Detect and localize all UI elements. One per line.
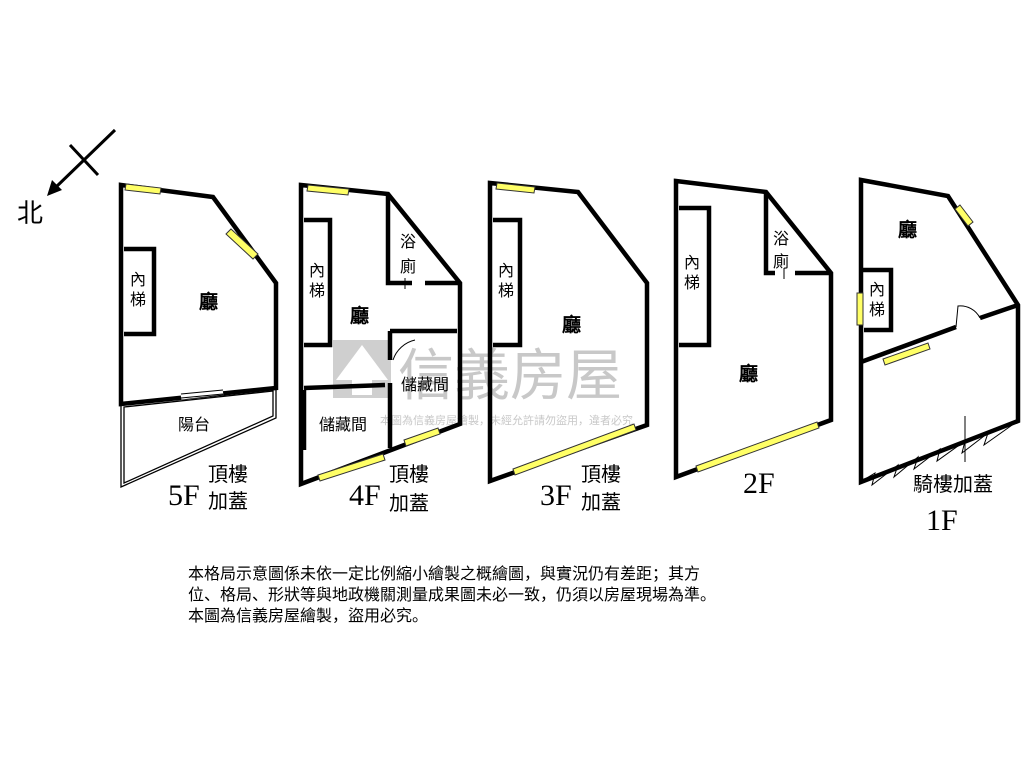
room-label-bath: 浴 — [773, 229, 789, 248]
room-label-toilet: 廁 — [400, 257, 416, 276]
floor-plan-2f: 內 梯 廳 浴 廁 — [673, 178, 834, 481]
floor-note-1f: 騎樓加蓋 — [913, 472, 993, 496]
floor-label-5f: 5F — [168, 479, 200, 512]
watermark-brand: 信義房屋 — [398, 344, 622, 409]
room-label-hall: 廳 — [562, 313, 581, 336]
floor-plan-3f: 內 梯 廳 — [487, 180, 650, 485]
floor-label-1f: 1F — [926, 504, 958, 537]
room-label-bath: 浴 — [400, 232, 416, 251]
floor-plan-4f: 內 梯 廳 浴 廁 儲藏間 儲藏間 — [298, 182, 463, 488]
watermark: 信義房屋 本圖為信義房屋繪製，未經允許請勿盜用，違者必究 — [333, 340, 633, 427]
room-label-stair: 內 梯 — [869, 280, 890, 319]
disclaimer-line-2: 位、格局、形狀等與地政機關測量成果圖未必一致，仍須以房屋現場為準。 — [188, 585, 717, 604]
room-label-stair: 內 梯 — [684, 253, 705, 292]
floor-label-2f: 2F — [743, 467, 775, 500]
room-label-storage-right: 儲藏間 — [401, 375, 449, 394]
disclaimer-note: 本格局示意圖係未依一定比例縮小繪製之概繪圖，與實況仍有差距；其方 位、格局、形狀… — [188, 563, 848, 626]
floor-label-4f: 4F — [349, 479, 381, 512]
room-label-toilet: 廁 — [773, 252, 789, 271]
room-label-hall: 廳 — [898, 218, 917, 241]
floor-note2-4f: 加蓋 — [389, 491, 429, 515]
room-label-hall: 廳 — [199, 290, 218, 313]
floor-note1-3f: 頂樓 — [581, 462, 621, 486]
room-label-balcony: 陽台 — [178, 415, 210, 434]
floor-note1-4f: 頂樓 — [389, 462, 429, 486]
floor-note1-5f: 頂樓 — [208, 462, 248, 486]
floor-note2-3f: 加蓋 — [581, 490, 621, 514]
watermark-logo-icon — [333, 340, 391, 398]
watermark-notice: 本圖為信義房屋繪製，未經允許請勿盜用，違者必究 — [380, 413, 633, 427]
north-arrow-icon — [47, 128, 117, 196]
north-label: 北 — [17, 199, 43, 228]
room-label-storage-left: 儲藏間 — [319, 415, 367, 434]
room-label-hall: 廳 — [739, 362, 758, 385]
room-label-stair: 內 梯 — [498, 261, 519, 300]
room-label-stair: 內 梯 — [309, 261, 330, 300]
disclaimer-line-1: 本格局示意圖係未依一定比例縮小繪製之概繪圖，與實況仍有差距；其方 — [188, 564, 701, 583]
floor-note2-5f: 加蓋 — [208, 489, 248, 513]
floor-plan-1f: 廳 內 梯 — [856, 177, 1021, 487]
floor-plan-5f: 內 梯 廳 陽台 — [118, 182, 279, 489]
disclaimer-line-3: 本圖為信義房屋繪製，盜用必究。 — [188, 606, 429, 625]
room-label-hall: 廳 — [350, 304, 369, 327]
floor-label-3f: 3F — [540, 479, 572, 512]
room-label-stair: 內 梯 — [130, 270, 151, 309]
